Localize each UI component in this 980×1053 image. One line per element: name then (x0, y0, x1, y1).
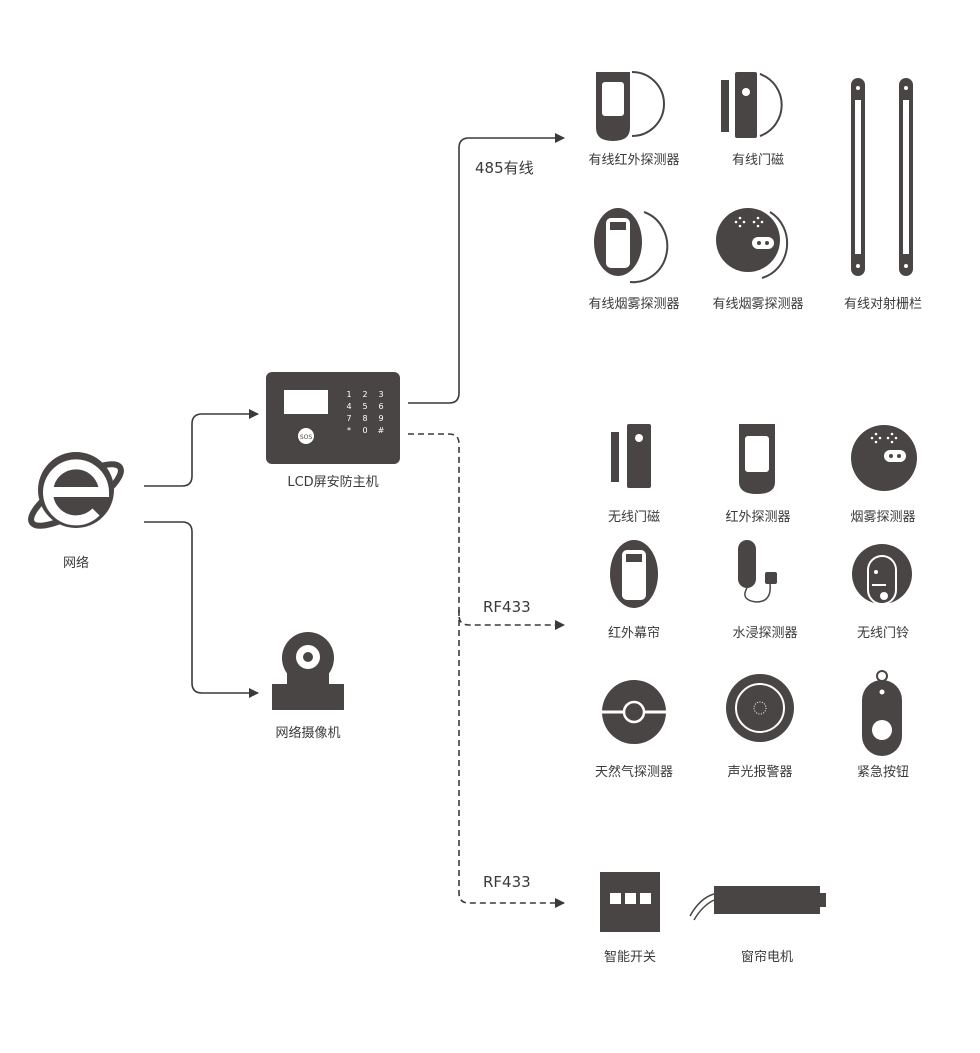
keypad-key: 7 (346, 414, 351, 423)
device-label: 无线门磁 (607, 510, 661, 525)
keypad-key: 4 (346, 402, 351, 411)
wireless-doorbell-icon (852, 544, 912, 605)
keypad-key: * (347, 426, 351, 435)
water-leak-detector-icon (738, 540, 777, 603)
link-rf433-smart (458, 610, 565, 908)
wired-pir-icon (596, 71, 665, 141)
host-label: LCD屏安防主机 (287, 475, 379, 490)
link-label-rf433-sensors: RF433 (483, 598, 531, 616)
link-wired (408, 133, 565, 404)
camera-icon (272, 632, 344, 710)
smart-switch-icon (600, 872, 660, 932)
device-label: 水浸探测器 (732, 626, 798, 641)
keypad-key: 6 (378, 402, 383, 411)
host-panel-icon: SOS 1 2 3 4 5 6 7 8 9 * 0 # (266, 372, 400, 464)
device-label: 红外幕帘 (607, 626, 661, 641)
keypad-key: 8 (362, 414, 367, 423)
link-rf433-sensors (408, 433, 565, 630)
pir-detector-icon (739, 424, 775, 494)
keypad-key: 1 (346, 390, 351, 399)
device-label: 有线烟雾探测器 (588, 297, 680, 312)
keypad-key: 5 (362, 402, 367, 411)
network-label: 网络 (62, 556, 90, 571)
device-label: 声光报警器 (727, 765, 793, 780)
device-label: 有线烟雾探测器 (712, 297, 804, 312)
host-sos-text: SOS (300, 434, 313, 441)
device-label: 窗帘电机 (740, 950, 794, 965)
siren-alarm-icon (726, 674, 794, 742)
keypad-key: 0 (362, 426, 367, 435)
keypad-key: 2 (362, 390, 367, 399)
device-label: 无线门铃 (856, 626, 910, 641)
link-label-wired: 485有线 (475, 159, 534, 177)
device-label: 有线红外探测器 (588, 153, 680, 168)
wired-beam-fence-icon (851, 78, 913, 276)
keypad-key: # (378, 426, 385, 435)
network-icon (28, 452, 124, 529)
curtain-motor-icon (689, 886, 826, 921)
device-label: 红外探测器 (725, 510, 791, 525)
device-label: 有线门磁 (731, 153, 785, 168)
wireless-door-magnet-icon (611, 424, 651, 488)
emergency-button-icon (862, 670, 902, 756)
device-label: 有线对射栅栏 (843, 297, 923, 312)
keypad-key: 3 (378, 390, 383, 399)
smoke-detector-icon (851, 425, 917, 491)
link-network-host (144, 409, 259, 487)
keypad-key: 9 (378, 414, 383, 423)
camera-label: 网络摄像机 (275, 726, 341, 741)
link-network-camera (144, 521, 259, 698)
link-label-rf433-smart: RF433 (483, 873, 531, 891)
wired-smoke-detector-icon (716, 208, 789, 279)
gas-detector-icon (602, 680, 666, 744)
device-label: 烟雾探测器 (850, 510, 916, 525)
curtain-detector-icon (610, 540, 658, 608)
device-label: 紧急按钮 (856, 765, 910, 780)
wired-curtain-sensor-icon (594, 208, 669, 284)
device-label: 智能开关 (603, 950, 657, 965)
wired-door-magnet-icon (721, 72, 783, 138)
device-label: 天然气探测器 (594, 765, 674, 780)
